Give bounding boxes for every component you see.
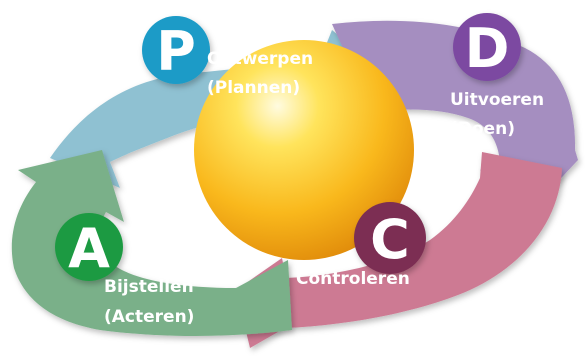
do-badge: D (453, 13, 521, 81)
act-badge: A (55, 213, 123, 281)
plan-letter: P (156, 20, 196, 83)
do-label-line2: (Doen) (450, 119, 515, 139)
act-letter: A (68, 217, 110, 280)
act-label-line2: (Acteren) (104, 307, 194, 327)
act-arrow (11, 150, 292, 336)
act-badge-circle (55, 213, 123, 281)
plan-label-line2: (Plannen) (207, 78, 300, 98)
check-badge: C (354, 202, 426, 274)
do-label-line1: Uitvoeren (450, 90, 544, 110)
check-letter: C (370, 208, 410, 271)
check-badge-circle (354, 202, 426, 274)
act-label-line1: Bijstellen (104, 277, 194, 297)
sun-sphere-icon (194, 40, 414, 260)
plan-label-line1: Ontwerpen (207, 49, 313, 69)
check-label-line1: Controleren (296, 269, 410, 289)
check-arrow (236, 152, 562, 348)
plan-badge-circle (142, 16, 210, 84)
do-badge-circle (453, 13, 521, 81)
do-letter: D (465, 17, 510, 80)
plan-badge: P (142, 16, 210, 84)
